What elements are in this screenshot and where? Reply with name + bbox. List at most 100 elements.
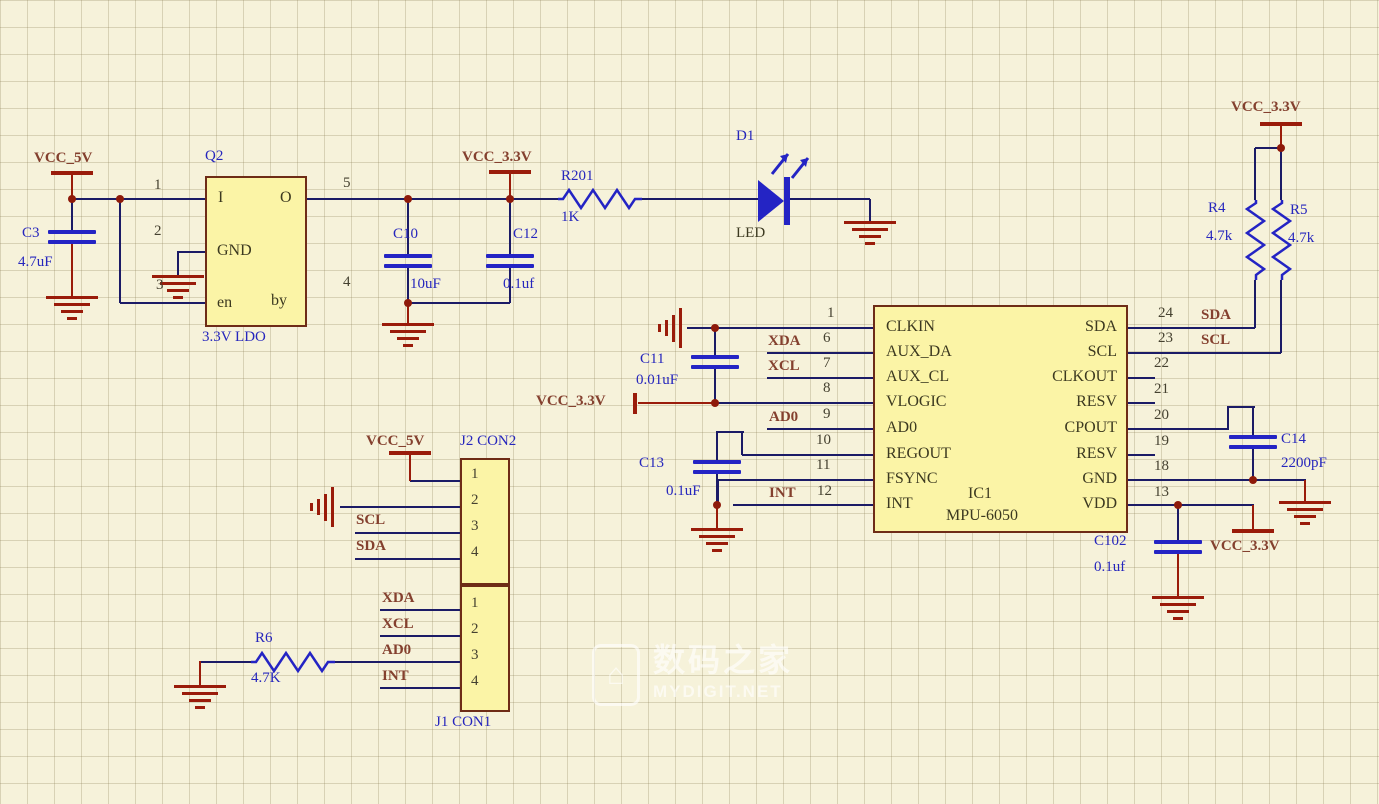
pin-name-en: en [217, 294, 233, 311]
junction-dot [1174, 501, 1182, 509]
junction-dot [1277, 144, 1285, 152]
net-label-int: INT [769, 485, 796, 501]
pin-number: 21 [1154, 381, 1169, 397]
pin-number: 8 [823, 380, 831, 396]
wire [767, 428, 873, 430]
pin-number: 2 [154, 223, 162, 239]
junction-dot [116, 195, 124, 203]
value-c102: 0.1uf [1094, 559, 1126, 575]
part-number-mpu6050: MPU-6050 [946, 507, 1019, 524]
ic-pin-name: SCL [1087, 343, 1117, 360]
wire [741, 431, 743, 455]
wire [1128, 402, 1155, 404]
ground-stub [407, 303, 409, 325]
wire [716, 431, 718, 462]
pin-number: 7 [823, 355, 831, 371]
junction-dot [711, 399, 719, 407]
wire [380, 687, 460, 689]
wire [714, 367, 716, 403]
capacitor-c10 [384, 254, 432, 258]
label-led: LED [736, 225, 766, 241]
net-label-xcl: XCL [382, 616, 414, 632]
ldo-q2-body [205, 176, 307, 327]
ground-symbol [174, 685, 226, 713]
wire [640, 198, 758, 200]
value-c13: 0.1uF [666, 483, 701, 499]
ground-stub [199, 661, 201, 687]
ic-pin-name: REGOUT [886, 445, 951, 462]
value-r6: 4.7K [251, 670, 281, 686]
pin-number: 9 [823, 406, 831, 422]
pin-number: 4 [471, 673, 479, 689]
capacitor-c14 [1229, 445, 1277, 449]
junction-dot [711, 324, 719, 332]
ground-stub [716, 505, 718, 530]
pin-number: 5 [343, 175, 351, 191]
net-label-sda: SDA [356, 538, 387, 554]
wire [742, 454, 873, 456]
net-label-int: INT [382, 668, 409, 684]
junction-dot [404, 195, 412, 203]
power-rail-symbol-vcc33 [633, 393, 637, 414]
wire [869, 199, 871, 223]
wire [790, 198, 870, 200]
designator-r201: R201 [561, 168, 594, 184]
wire [333, 661, 460, 663]
wire [714, 328, 716, 357]
pin-number: 10 [816, 432, 831, 448]
power-stub [1280, 126, 1282, 148]
capacitor-c11 [691, 365, 739, 369]
ic-pin-name: AD0 [886, 419, 918, 436]
pin-number: 4 [343, 274, 351, 290]
wire [1255, 147, 1281, 149]
power-rail-symbol-vcc5v [389, 451, 431, 455]
junction-dot [506, 195, 514, 203]
wire [340, 506, 460, 508]
value-c10: 10uF [410, 276, 441, 292]
wire [1128, 352, 1281, 354]
wire [177, 251, 179, 277]
watermark-brand: 数码之家 [653, 642, 794, 678]
wire [1128, 454, 1155, 456]
power-rail-symbol-vcc5v [51, 171, 93, 175]
capacitor-c13 [693, 460, 741, 464]
ground-symbol [382, 323, 434, 351]
power-stub [509, 173, 511, 199]
wire [1254, 148, 1256, 200]
wire [715, 402, 873, 404]
net-label-xda: XDA [382, 590, 415, 606]
designator-r5: R5 [1290, 202, 1308, 218]
designator-c102: C102 [1094, 533, 1127, 549]
wire [407, 199, 409, 256]
net-label-xcl: XCL [768, 358, 800, 374]
power-stub [409, 454, 411, 481]
wire [1252, 406, 1254, 437]
wire [120, 302, 205, 304]
power-rail-symbol-vcc33 [1260, 122, 1302, 126]
resistor-r201 [558, 187, 642, 211]
ic-pin-name: VLOGIC [886, 393, 947, 410]
ground-symbol [691, 528, 743, 556]
pin-number: 20 [1154, 407, 1169, 423]
pin-number: 24 [1158, 305, 1173, 321]
capacitor-c3 [48, 240, 96, 244]
wire [1177, 505, 1179, 542]
value-r4: 4.7k [1206, 228, 1233, 244]
ground-symbol-sideways [658, 306, 686, 350]
ground-symbol [844, 221, 896, 249]
designator-j1: J1 CON1 [435, 714, 492, 730]
wire [1280, 148, 1282, 200]
wire [687, 327, 873, 329]
pin-number: 4 [471, 544, 479, 560]
subtitle-q2: 3.3V LDO [202, 329, 266, 345]
watermark-logo-icon: ⌂ [592, 644, 640, 706]
wire [1128, 504, 1254, 506]
net-label-ad0: AD0 [382, 642, 412, 658]
ic-pin-name: AUX_CL [886, 368, 950, 385]
net-label-vcc33: VCC_3.3V [1210, 538, 1280, 554]
wire [718, 479, 873, 481]
net-label-vcc33: VCC_3.3V [1231, 99, 1301, 115]
watermark: ⌂ 数码之家 MYDIGIT.NET [592, 644, 793, 706]
watermark-site: MYDIGIT.NET [653, 682, 783, 701]
resistor-r4 [1244, 200, 1266, 280]
